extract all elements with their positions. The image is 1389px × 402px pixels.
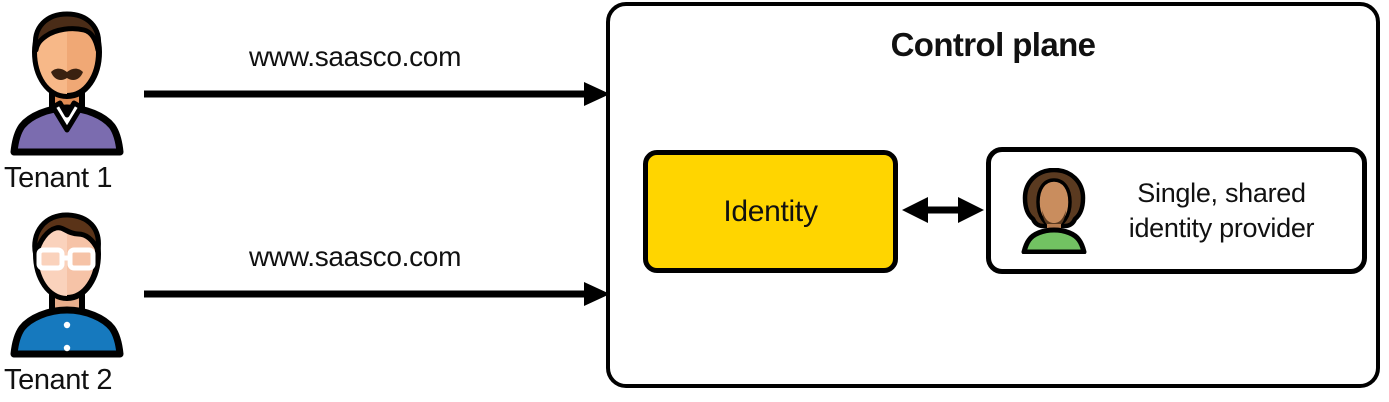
person-avatar-mustache-icon <box>8 10 126 158</box>
identity-provider-label: Single, shared identity provider <box>1091 176 1362 245</box>
identity-provider-line-2: identity provider <box>1128 212 1315 243</box>
tenant-1-request-label: www.saasco.com <box>249 41 462 72</box>
identity-box-label: Identity <box>723 194 818 228</box>
tenant-2-arrow-right-icon <box>142 280 612 308</box>
identity-provider-line-1: Single, shared <box>1137 177 1306 208</box>
person-avatar-afro-icon <box>1017 167 1091 254</box>
tenant-1-arrow-right-icon <box>142 80 612 108</box>
control-plane-title: Control plane <box>890 26 1096 63</box>
person-avatar-glasses-icon <box>8 212 126 360</box>
tenant-2-request-label: www.saasco.com <box>249 241 462 272</box>
tenant-2-label: Tenant 2 <box>4 364 113 396</box>
identity-provider-box[interactable]: Single, shared identity provider <box>986 147 1367 274</box>
identity-box[interactable]: Identity <box>643 150 898 273</box>
double-headed-arrow-icon <box>900 192 986 228</box>
tenant-1-label: Tenant 1 <box>4 162 113 194</box>
